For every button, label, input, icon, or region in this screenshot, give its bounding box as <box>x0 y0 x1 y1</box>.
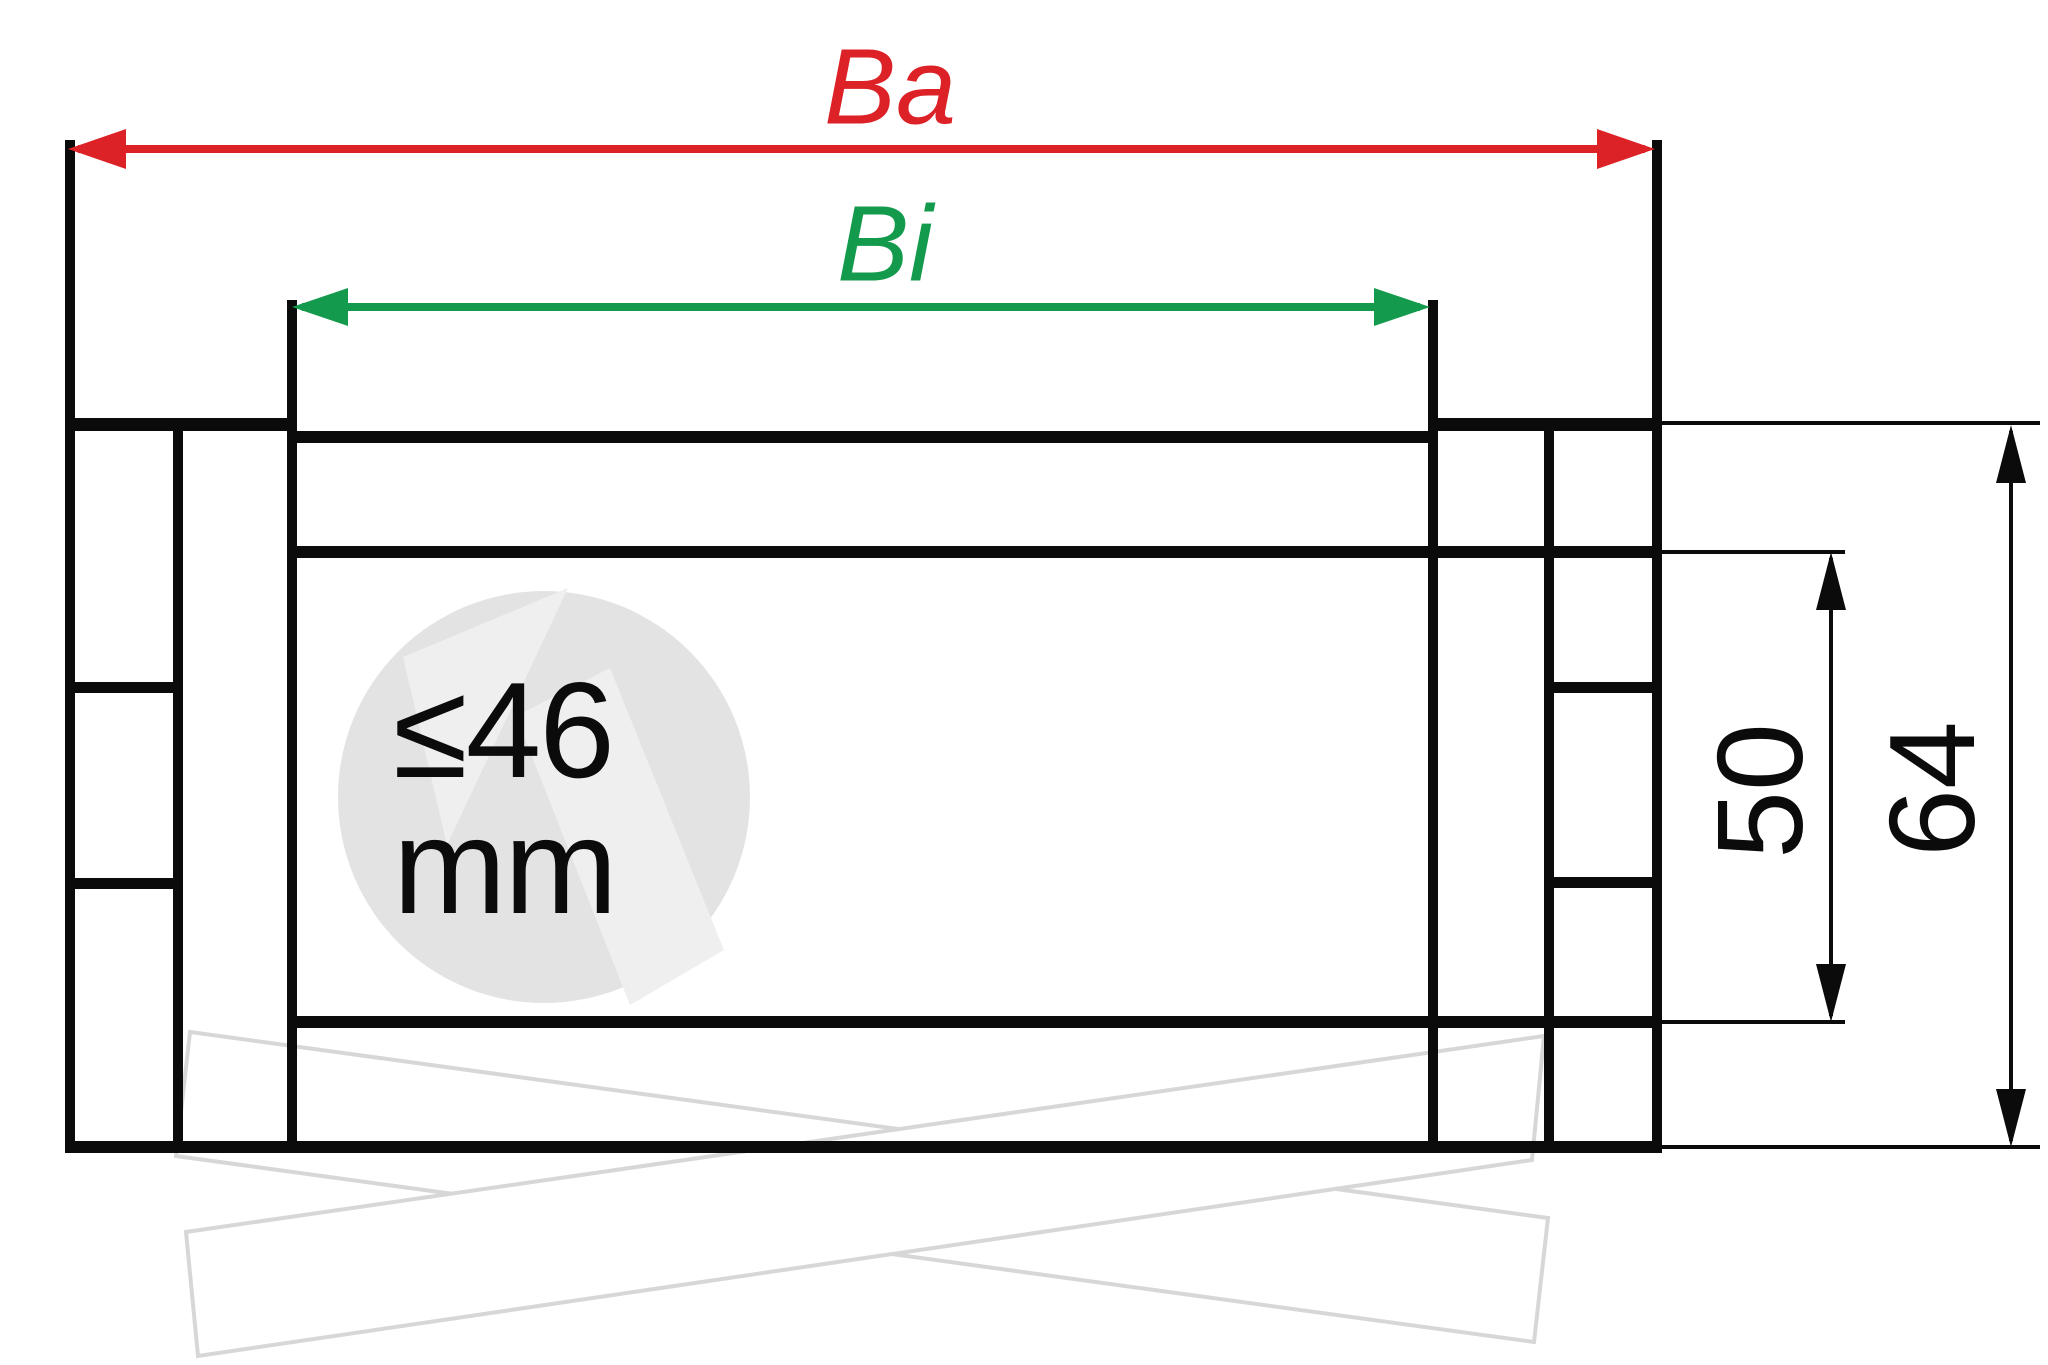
max-cable-diameter-unit: mm <box>393 790 618 942</box>
watermark-arrow-icon <box>403 588 568 845</box>
right-bracket-divider <box>1544 418 1554 1153</box>
left-bracket-top-plate <box>65 418 297 431</box>
cavity-right-wall <box>1428 300 1438 1153</box>
dim-64-arrowhead-bottom <box>1996 1089 2026 1147</box>
dim-64-arrowhead-top <box>1996 425 2026 483</box>
dim-bi-line <box>302 303 1420 311</box>
dim-50-extension-bottom <box>1662 1020 1845 1024</box>
dim-50-line <box>1829 558 1833 1016</box>
dim-50-extension-top <box>1662 550 1845 554</box>
dim-50-arrowhead-top <box>1816 552 1846 610</box>
dim-64-extension-bottom <box>1662 1145 2040 1149</box>
watermark-bar-icon <box>183 1033 1547 1359</box>
dim-ba-line <box>78 145 1645 153</box>
dim-64-extension-top <box>1662 421 2040 425</box>
dim-ba-arrowhead-right <box>1597 129 1655 169</box>
part-right-outer-edge <box>1652 140 1662 1153</box>
dim-64-line <box>2009 431 2013 1141</box>
dim-bi-label: Bi <box>836 182 934 304</box>
right-bracket-seam <box>1544 877 1662 888</box>
watermark-arrow-icon <box>516 668 724 1005</box>
cavity-bottom-edge <box>287 1016 1662 1028</box>
part-bottom-edge <box>65 1141 1662 1153</box>
left-bracket-seam <box>65 878 183 889</box>
cavity-left-wall <box>287 300 297 1153</box>
dim-50-label: 50 <box>1692 723 1828 859</box>
max-cable-diameter-value: ≤46 <box>393 654 615 806</box>
right-bracket-seam <box>1544 682 1662 693</box>
max-cable-diameter-note: ≤46 mm <box>393 654 618 942</box>
dim-bi-arrowhead-left <box>292 288 348 326</box>
part-left-outer-edge <box>65 140 75 1153</box>
right-bracket-top-plate <box>1428 418 1662 431</box>
dim-bi-arrowhead-right <box>1374 288 1430 326</box>
dim-64-label: 64 <box>1864 721 2000 857</box>
crossbar-inner-edge <box>287 546 1662 558</box>
crossbar-top-edge <box>287 431 1438 443</box>
dim-ba-arrowhead-left <box>68 129 126 169</box>
dim-50-arrowhead-bottom <box>1816 964 1846 1022</box>
dim-ba-label: Ba <box>823 25 957 147</box>
left-bracket-divider <box>173 418 183 1153</box>
left-bracket-seam <box>65 682 183 693</box>
